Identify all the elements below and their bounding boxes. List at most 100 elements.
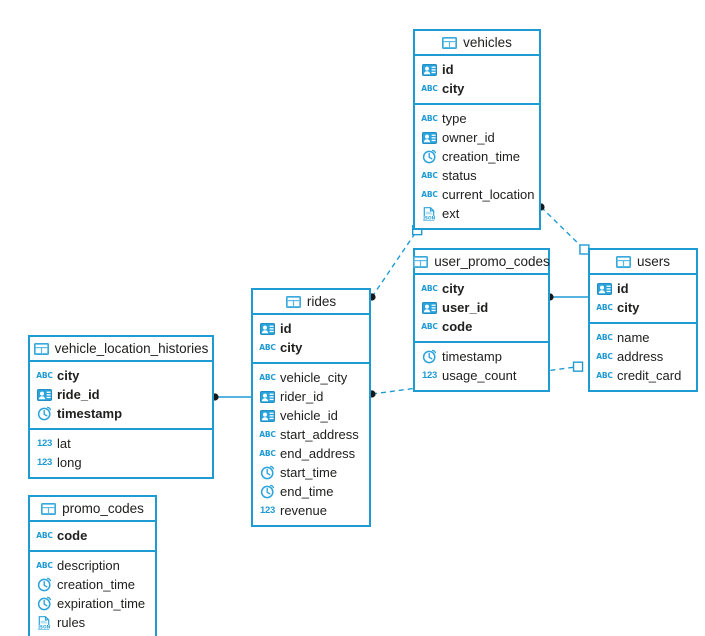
id-badge-icon	[37, 387, 52, 402]
clock-icon	[37, 406, 52, 421]
field-row[interactable]: timestamp	[422, 347, 541, 366]
field-row[interactable]: user_id	[422, 298, 541, 317]
relationship-rel-vehicles-users[interactable]	[537, 203, 590, 255]
field-row[interactable]: owner_id	[422, 128, 532, 147]
abc-text-icon: ABC	[36, 560, 53, 570]
field-name: id	[442, 62, 454, 77]
table-header-users[interactable]: users	[590, 250, 696, 275]
clock-icon	[422, 349, 437, 364]
field-row[interactable]: ABC credit_card	[596, 366, 689, 385]
field-row[interactable]: id	[597, 279, 689, 298]
123-number-icon: 123	[422, 369, 437, 381]
field-row[interactable]: id	[422, 60, 532, 79]
123-number-icon: 123	[260, 504, 275, 516]
field-row[interactable]: creation_time	[422, 147, 532, 166]
abc-text-icon: ABC	[421, 170, 438, 180]
field-row[interactable]: 123 lat	[37, 434, 205, 453]
abc-text-icon: ABC	[36, 370, 53, 380]
clock-icon	[37, 596, 52, 611]
field-name: rules	[57, 615, 86, 630]
field-name: start_address	[280, 427, 359, 442]
table-header-user_promo_codes[interactable]: user_promo_codes	[413, 250, 550, 275]
clock-icon	[260, 465, 275, 480]
id-badge-icon	[422, 62, 437, 77]
field-name: credit_card	[617, 368, 682, 383]
relationship-rel-vlh-rides[interactable]	[211, 393, 251, 401]
field-row[interactable]: timestamp	[37, 404, 205, 423]
table-header-vehicles[interactable]: vehicles	[415, 31, 539, 56]
field-name: type	[442, 111, 467, 126]
field-name: name	[617, 330, 650, 345]
id-badge-icon	[260, 408, 275, 423]
table-title: promo_codes	[62, 500, 144, 516]
relationship-rel-upc-users[interactable]	[546, 293, 588, 301]
table-header-vehicle_location_histories[interactable]: vehicle_location_histories	[30, 337, 212, 362]
field-row[interactable]: vehicle_id	[260, 406, 362, 425]
field-name: creation_time	[442, 149, 521, 164]
field-row[interactable]: expiration_time	[37, 594, 148, 613]
abc-text-icon: ABC	[259, 448, 276, 458]
field-row[interactable]: ride_id	[37, 385, 205, 404]
field-row[interactable]: end_time	[260, 482, 362, 501]
field-row[interactable]: start_time	[260, 463, 362, 482]
abc-text-icon: ABC	[421, 189, 438, 199]
field-name: code	[57, 528, 88, 543]
id-badge-icon	[260, 321, 275, 336]
table-header-promo_codes[interactable]: promo_codes	[30, 497, 155, 522]
table-header-rides[interactable]: rides	[253, 290, 369, 315]
table-icon	[615, 254, 631, 269]
abc-text-icon: ABC	[421, 83, 438, 93]
field-row[interactable]: rider_id	[260, 387, 362, 406]
field-row[interactable]: JSON rules	[37, 613, 148, 632]
table-title: vehicle_location_histories	[54, 340, 209, 356]
field-row[interactable]: ABC city	[421, 79, 532, 98]
abc-text-icon: ABC	[596, 302, 613, 312]
field-name: id	[280, 321, 292, 336]
field-name: owner_id	[442, 130, 495, 145]
123-number-icon: 123	[37, 437, 52, 449]
field-name: city	[442, 81, 465, 96]
clock-icon	[422, 149, 437, 164]
abc-text-icon: ABC	[596, 370, 613, 380]
field-name: rider_id	[280, 389, 324, 404]
field-row[interactable]: creation_time	[37, 575, 148, 594]
json-file-icon: JSON	[37, 615, 52, 630]
field-name: lat	[57, 436, 71, 451]
field-name: long	[57, 455, 82, 470]
field-row[interactable]: id	[260, 319, 362, 338]
field-name: ride_id	[57, 387, 100, 402]
field-name: expiration_time	[57, 596, 146, 611]
